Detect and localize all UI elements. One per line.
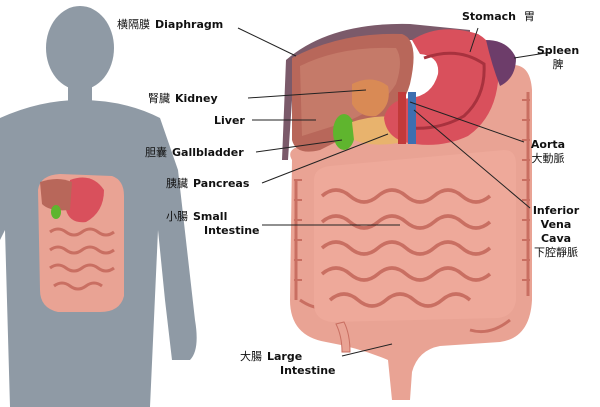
label-spleen: Spleen 脾 bbox=[536, 44, 580, 71]
leader-ivc bbox=[413, 109, 531, 209]
inset-organs bbox=[38, 174, 124, 312]
label-stomach: Stomach 胃 bbox=[462, 10, 535, 23]
leader-kidney bbox=[247, 89, 367, 99]
label-ivc: Inferior Vena Cava 下腔靜脈 bbox=[532, 204, 580, 259]
main-organs bbox=[282, 23, 532, 400]
leader-stomach bbox=[469, 27, 479, 53]
leader-aorta bbox=[409, 101, 525, 143]
leader-large-intestine bbox=[341, 343, 393, 357]
leader-lines bbox=[237, 27, 553, 357]
label-liver: Liver bbox=[214, 114, 245, 127]
leader-pancreas bbox=[261, 133, 389, 184]
leader-diaphragm bbox=[237, 27, 297, 57]
leader-spleen bbox=[513, 51, 553, 59]
leader-gallbladder bbox=[255, 139, 343, 153]
label-aorta: Aorta 大動脈 bbox=[530, 138, 566, 165]
